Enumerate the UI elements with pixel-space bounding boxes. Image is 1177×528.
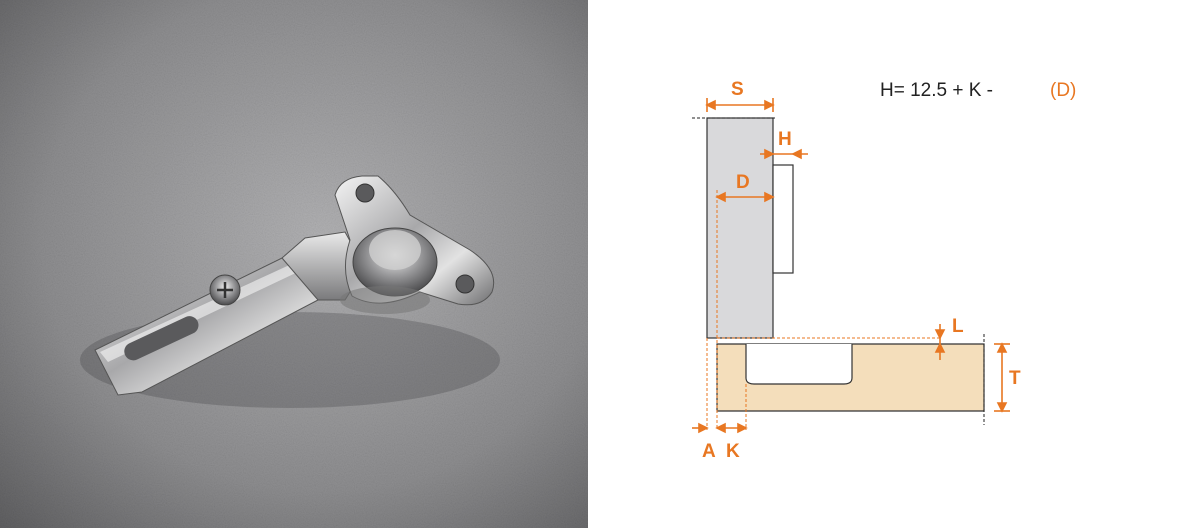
dimension-label-h: H xyxy=(778,129,792,150)
dimension-label-t: T xyxy=(1009,368,1021,389)
cup-boring xyxy=(745,344,853,385)
dimension-label-a: A xyxy=(702,441,716,462)
formula-text: H= 12.5 + K - xyxy=(880,80,993,101)
dimension-label-d: D xyxy=(736,172,750,193)
dimension-label-s: S xyxy=(731,79,744,100)
dimension-label-k: K xyxy=(726,441,740,462)
hinge-photo xyxy=(0,0,588,528)
formula-suffix: (D) xyxy=(1050,80,1076,101)
mounting-plate xyxy=(772,164,794,274)
hinge-dimension-diagram: H= 12.5 + K - (D) xyxy=(692,79,1076,462)
dimension-label-l: L xyxy=(952,316,964,337)
